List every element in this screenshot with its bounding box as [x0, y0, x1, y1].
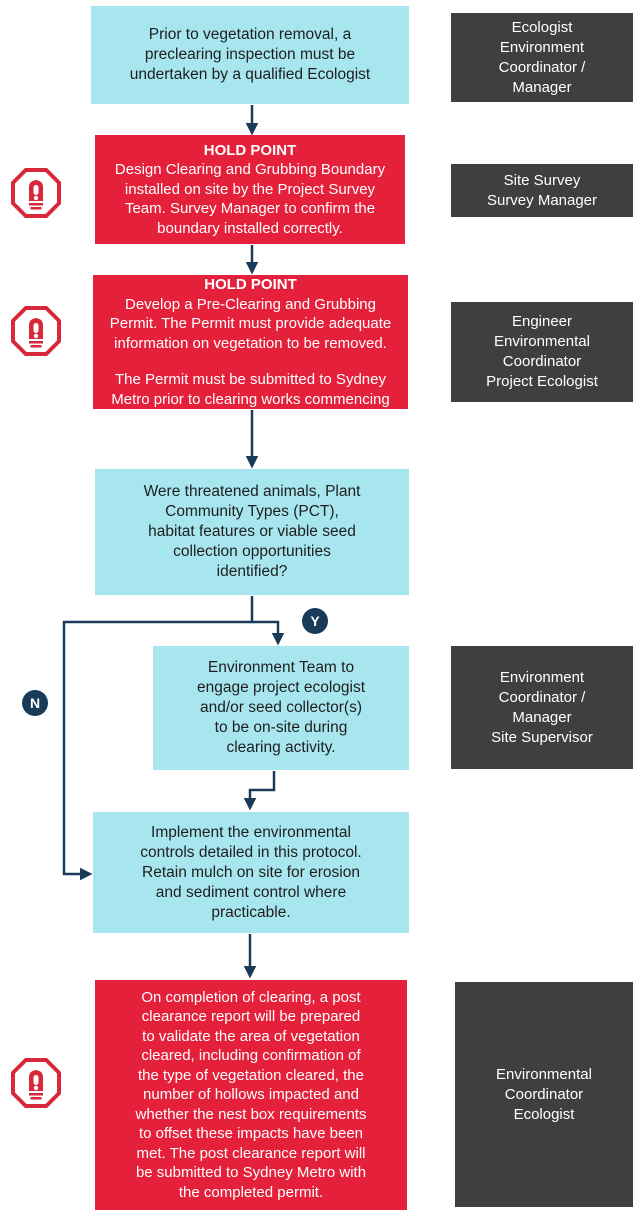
step-text-line: and/or seed collector(s) [200, 699, 362, 716]
step-text-line: undertaken by a qualified Ecologist [129, 66, 371, 83]
step-post-clearance-report: On completion of clearing, a post cleara… [95, 980, 407, 1210]
role-line: Manager [512, 78, 572, 96]
step-implement-controls: Implement the environmental controls det… [93, 812, 409, 933]
step-clearing-permit-hold-point: HOLD POINT Develop a Pre-Clearing and Gr… [93, 275, 408, 409]
step-text-line: habitat features or viable seed [148, 523, 356, 540]
role-line: Coordinator [504, 1085, 584, 1103]
role-engage: Environment Coordinator / Manager Site S… [451, 646, 633, 769]
role-line: Coordinator [502, 353, 582, 370]
role-line: Project Ecologist [486, 373, 598, 390]
step-text-line: Implement the environmental [151, 823, 351, 841]
step-text-line: clearance report will be prepared [141, 1008, 361, 1026]
role-line: Manager [512, 708, 572, 726]
role-line: Coordinator / [498, 688, 586, 706]
step-text-line: be submitted to Sydney Metro with [135, 1164, 367, 1182]
connector-decision-no [62, 620, 252, 881]
step-text-line: collection opportunities [173, 543, 331, 560]
role-boundary: Site Survey Survey Manager [451, 164, 633, 217]
step-text-line: the completed permit. [178, 1183, 324, 1201]
connector-engage-to-implement [243, 771, 276, 811]
step-text-line: engage project ecologist [196, 679, 366, 696]
step-text-line: Permit. The Permit must provide adequate [109, 315, 392, 332]
step-text-line: Metro prior to clearing works commencing [111, 390, 390, 408]
role-line: Site Survey [503, 171, 581, 189]
role-line: Survey Manager [486, 191, 598, 209]
step-text-line: clearing activity. [226, 739, 336, 756]
role-inspection: Ecologist Environment Coordinator / Mana… [451, 13, 633, 102]
step-clearing-boundary-hold-point: HOLD POINT Design Clearing and Grubbing … [95, 135, 405, 244]
step-text-line: practicable. [211, 903, 291, 921]
role-line: Engineer [511, 313, 573, 330]
connector-decision-yes [250, 596, 285, 646]
step-text-line: to be on-site during [214, 719, 348, 736]
stop-hand-icon [8, 165, 64, 221]
branch-yes-badge: Y [302, 608, 328, 634]
role-line: Ecologist [513, 1105, 575, 1123]
role-line: Coordinator / [498, 58, 586, 76]
step-text-line: Community Types (PCT), [165, 503, 339, 520]
step-preclearing-inspection: Prior to vegetation removal, a precleari… [91, 6, 409, 104]
step-text-line: met. The post clearance report will [136, 1144, 366, 1162]
role-line: Site Supervisor [491, 728, 593, 746]
step-text-line: installed on site by the Project Survey [124, 180, 376, 198]
step-text-line: information on vegetation to be removed. [114, 334, 387, 352]
decision-species-identified: Were threatened animals, Plant Community… [95, 469, 409, 595]
step-text-line: cleared, including confirmation of [141, 1047, 361, 1065]
role-line: Environmental [496, 1065, 592, 1083]
hold-point-label: HOLD POINT [203, 141, 297, 159]
stop-hand-icon [8, 303, 64, 359]
step-text-line: identified? [216, 563, 288, 580]
stop-hand-icon [8, 1055, 64, 1111]
role-line: Environment [499, 668, 585, 686]
step-text-line: boundary installed correctly. [157, 219, 343, 237]
step-text-line: Develop a Pre-Clearing and Grubbing [125, 295, 376, 313]
step-text-line: Were threatened animals, Plant [143, 483, 361, 500]
step-text-line: to offset these impacts have been [138, 1125, 364, 1143]
step-text-line: whether the nest box requirements [135, 1105, 367, 1123]
role-line: Environment [499, 38, 585, 56]
role-report: Environmental Coordinator Ecologist [455, 982, 633, 1207]
step-text-line: the type of vegetation cleared, the [138, 1066, 364, 1084]
step-text-line: Environment Team to [207, 659, 355, 676]
step-text-line: and sediment control where [155, 883, 347, 901]
step-text-line: Team. Survey Manager to confirm the [124, 200, 376, 218]
step-text-line: Retain mulch on site for erosion [142, 863, 360, 881]
step-text-line: The Permit must be submitted to Sydney [115, 371, 386, 388]
step-text-line: to validate the area of vegetation [142, 1027, 360, 1045]
step-text-line: Design Clearing and Grubbing Boundary [114, 161, 386, 179]
step-text-line: number of hollows impacted and [143, 1086, 359, 1104]
hold-point-label: HOLD POINT [204, 276, 297, 293]
role-permit: Engineer Environmental Coordinator Proje… [451, 302, 633, 402]
role-line: Environmental [494, 333, 590, 350]
step-text-line: controls detailed in this protocol. [140, 843, 362, 861]
branch-no-badge: N [22, 690, 48, 716]
step-text-line: preclearing inspection must be [144, 46, 356, 63]
step-engage-ecologist: Environment Team to engage project ecolo… [153, 646, 409, 770]
role-line: Ecologist [511, 18, 573, 36]
step-text-line: On completion of clearing, a post [141, 988, 361, 1006]
step-text-line: Prior to vegetation removal, a [148, 26, 352, 43]
